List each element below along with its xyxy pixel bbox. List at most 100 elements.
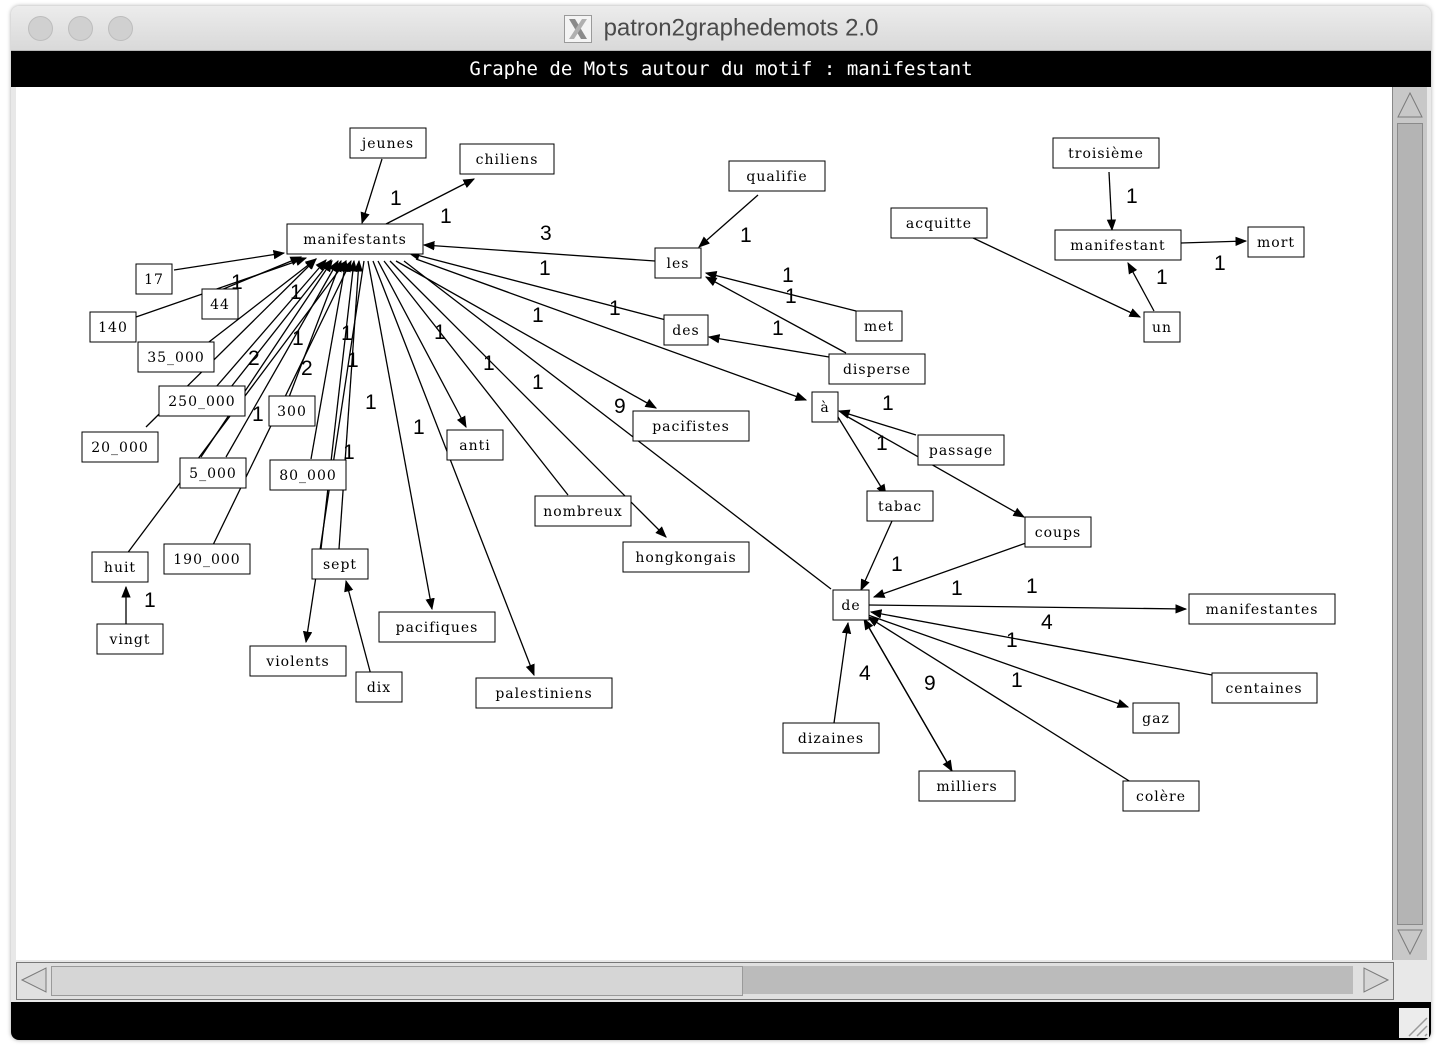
node-de[interactable]: de <box>832 589 870 621</box>
node-des[interactable]: des <box>663 314 709 346</box>
edge-troisieme-manifestant <box>1106 171 1117 232</box>
window-title-text: patron2graphedemots 2.0 <box>603 14 879 42</box>
node-5000[interactable]: 5_000 <box>179 457 247 489</box>
edge-250000b-manifestants <box>230 259 332 388</box>
node-17[interactable]: 17 <box>135 263 173 295</box>
edge-label: 1 <box>891 553 903 576</box>
svg-text:44: 44 <box>210 297 230 313</box>
node-passage[interactable]: passage <box>917 434 1005 466</box>
node-nombreux[interactable]: nombreux <box>534 495 632 527</box>
svg-text:palestiniens: palestiniens <box>495 686 592 702</box>
node-44[interactable]: 44 <box>201 288 239 320</box>
horizontal-scrollbar[interactable] <box>16 962 1394 1000</box>
edge-a-coups <box>847 416 1026 518</box>
edge-17-manifestants <box>173 249 286 271</box>
node-les[interactable]: les <box>654 247 702 279</box>
node-250000[interactable]: 250_000 <box>158 385 246 417</box>
edge-a-tabac <box>837 416 887 496</box>
node-palestiniens[interactable]: palestiniens <box>475 677 613 709</box>
edge-label: 4 <box>859 662 871 685</box>
graph-header: Graphe de Mots autour du motif : manifes… <box>11 51 1431 87</box>
svg-text:hongkongais: hongkongais <box>635 550 736 566</box>
node-milliers[interactable]: milliers <box>918 770 1016 802</box>
scroll-down-arrow-icon[interactable] <box>1395 926 1425 958</box>
node-vingt[interactable]: vingt <box>96 623 164 655</box>
node-dizaines[interactable]: dizaines <box>782 722 880 754</box>
node-dix[interactable]: dix <box>355 671 403 703</box>
title-bar[interactable]: patron2graphedemots 2.0 <box>11 6 1431 51</box>
node-qualifie[interactable]: qualifie <box>728 160 826 192</box>
svg-text:de: de <box>841 598 860 614</box>
edge-label: 1 <box>343 441 355 464</box>
node-190000[interactable]: 190_000 <box>163 543 251 575</box>
node-pacifistes[interactable]: pacifistes <box>632 410 750 442</box>
node-20000[interactable]: 20_000 <box>81 431 159 463</box>
node-chiliens[interactable]: chiliens <box>459 143 555 175</box>
node-tabac[interactable]: tabac <box>866 490 934 522</box>
edge-label: 1 <box>390 187 402 210</box>
minimize-button[interactable] <box>68 16 93 41</box>
svg-text:dix: dix <box>367 680 391 696</box>
scroll-right-arrow-icon[interactable] <box>1361 965 1391 995</box>
edge-label: 1 <box>144 589 156 612</box>
node-manifestantes[interactable]: manifestantes <box>1188 593 1336 625</box>
node-anti[interactable]: anti <box>446 429 504 461</box>
edge-label: 1 <box>951 577 963 600</box>
graph-canvas[interactable]: 1 1 3 1 1 1 1 1 1 1 1 1 1 1 1 2 1 2 1 1 <box>16 87 1392 960</box>
node-troisieme[interactable]: troisième <box>1052 137 1160 169</box>
node-a[interactable]: à <box>811 391 839 423</box>
node-acquitte[interactable]: acquitte <box>890 207 988 239</box>
node-pacifiques[interactable]: pacifiques <box>378 611 496 643</box>
svg-text:tabac: tabac <box>878 499 922 515</box>
scroll-up-arrow-icon[interactable] <box>1395 89 1425 121</box>
svg-text:manifestant: manifestant <box>1070 238 1165 254</box>
svg-text:190_000: 190_000 <box>173 552 240 568</box>
node-hongkongais[interactable]: hongkongais <box>622 541 750 573</box>
node-violents[interactable]: violents <box>249 645 347 677</box>
edge-de-gaz <box>867 614 1130 708</box>
node-centaines[interactable]: centaines <box>1211 672 1318 704</box>
horizontal-scroll-thumb[interactable] <box>51 966 743 996</box>
node-300[interactable]: 300 <box>268 395 316 427</box>
vertical-scroll-track[interactable] <box>1397 123 1423 925</box>
node-disperse[interactable]: disperse <box>828 353 926 385</box>
node-huit[interactable]: huit <box>91 551 149 583</box>
edge-jeunes-manifestants <box>360 158 383 225</box>
edge-manifestants-a <box>415 258 808 401</box>
zoom-button[interactable] <box>108 16 133 41</box>
edge-manifestants-anti <box>377 260 467 429</box>
node-coups[interactable]: coups <box>1024 516 1092 548</box>
edge-label: 1 <box>740 224 752 247</box>
edge-label: 1 <box>483 352 495 375</box>
horizontal-scroll-track[interactable] <box>743 966 1353 994</box>
edge-manifestants-hongkongais <box>389 260 667 538</box>
edge-qualifie-les <box>698 194 759 248</box>
vertical-scrollbar[interactable] <box>1392 87 1427 960</box>
node-met[interactable]: met <box>855 310 903 342</box>
node-gaz[interactable]: gaz <box>1132 702 1180 734</box>
node-80000[interactable]: 80_000 <box>269 459 347 491</box>
edge-manifestants-chiliens <box>385 178 476 225</box>
word-graph: 1 1 3 1 1 1 1 1 1 1 1 1 1 1 1 2 1 2 1 1 <box>81 127 1336 812</box>
edge-de-milliers <box>863 618 953 773</box>
svg-text:80_000: 80_000 <box>279 468 337 484</box>
svg-text:coups: coups <box>1035 525 1081 541</box>
node-colere[interactable]: colère <box>1122 780 1200 812</box>
node-jeunes[interactable]: jeunes <box>349 127 427 159</box>
node-mort[interactable]: mort <box>1247 226 1305 258</box>
scroll-left-arrow-icon[interactable] <box>19 965 49 995</box>
edge-label: 3 <box>540 222 552 245</box>
svg-text:dizaines: dizaines <box>798 731 864 747</box>
edge-label: 1 <box>1011 669 1023 692</box>
edge-250000a-manifestants <box>215 259 327 388</box>
node-sept[interactable]: sept <box>311 548 369 580</box>
close-button[interactable] <box>28 16 53 41</box>
node-35000[interactable]: 35_000 <box>137 341 215 373</box>
node-manifestants[interactable]: manifestants <box>286 223 424 255</box>
node-un[interactable]: un <box>1143 311 1181 343</box>
resize-grip-icon[interactable] <box>1399 1008 1429 1038</box>
edge-un-manifestant <box>1127 261 1155 312</box>
node-manifestant[interactable]: manifestant <box>1054 229 1182 261</box>
node-140[interactable]: 140 <box>89 311 137 343</box>
edge-label: 1 <box>785 285 797 308</box>
